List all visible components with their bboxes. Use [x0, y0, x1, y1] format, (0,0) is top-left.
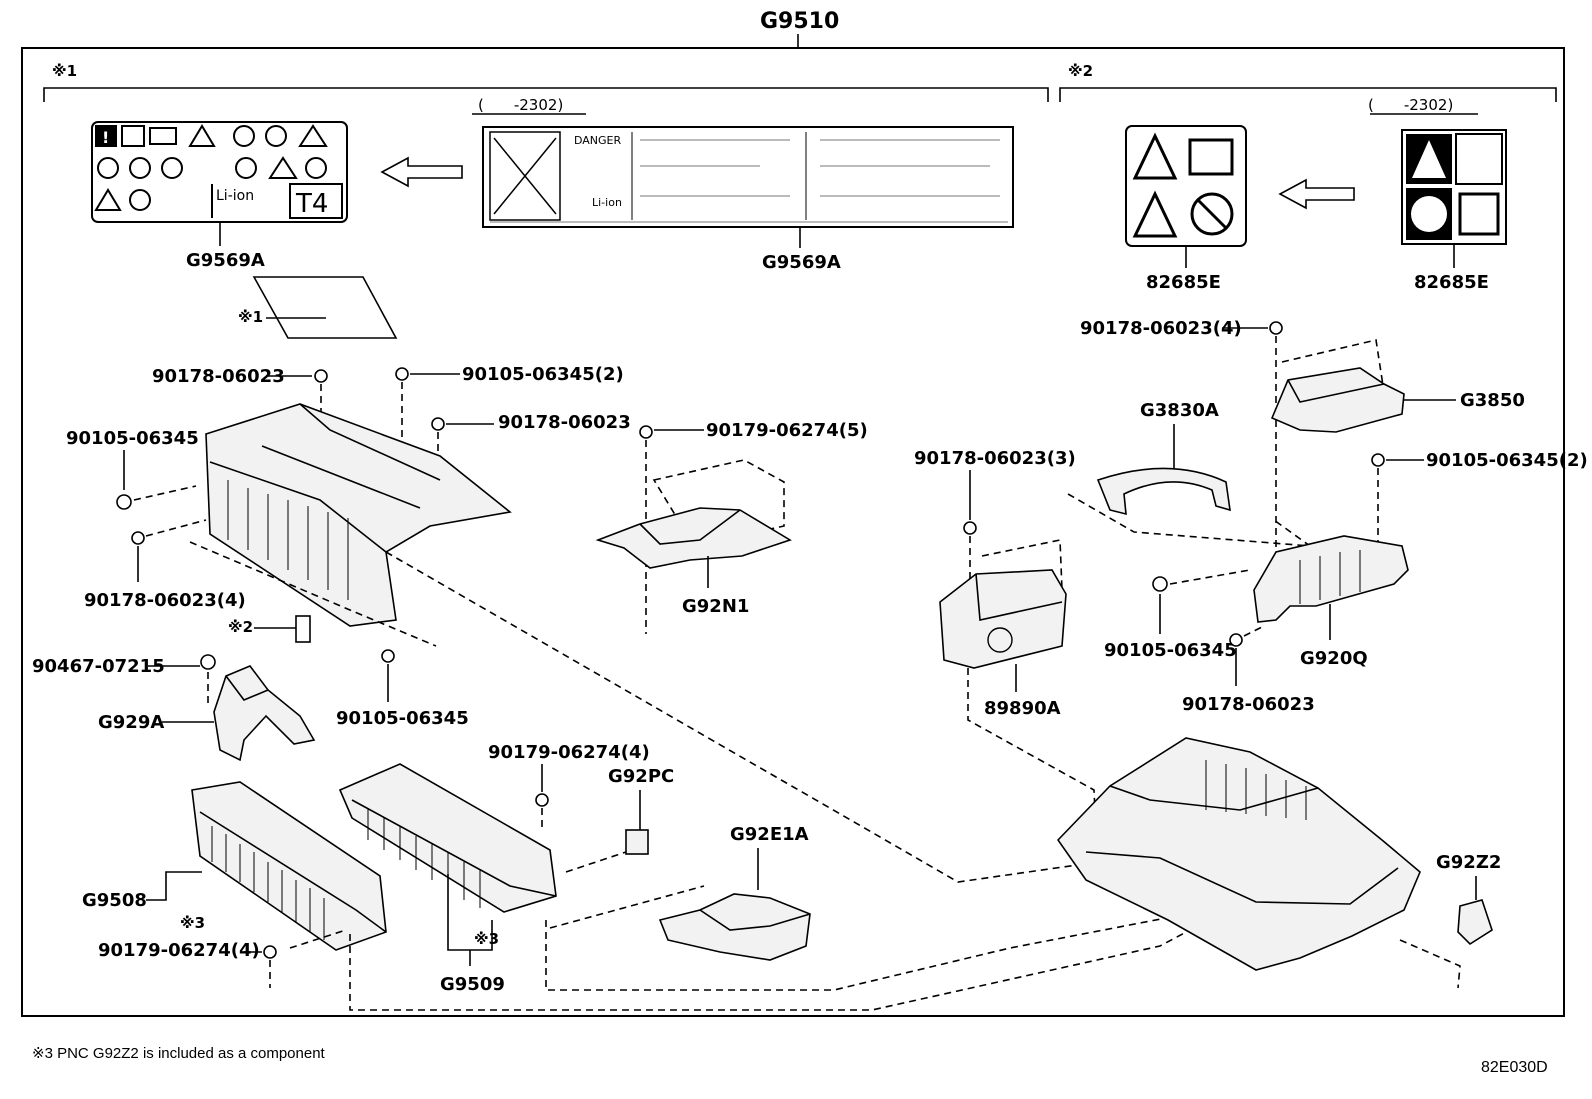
- part-90105-06345-a: 90105-06345: [66, 428, 199, 449]
- part-90105-06345-r: 90105-06345: [1104, 640, 1237, 661]
- part-g92e1a: G92E1A: [730, 824, 809, 845]
- duct-g92e1a: [658, 893, 811, 961]
- small-label-piece: [295, 615, 311, 643]
- battery-lower-tray: [1056, 737, 1421, 971]
- note-marker-3b: ※3: [474, 930, 499, 948]
- part-g9569a-left: G9569A: [186, 250, 265, 271]
- group2-marker: ※2: [1068, 62, 1093, 80]
- part-g920q: G920Q: [1300, 648, 1368, 669]
- part-90179-06274-5: 90179-06274(5): [706, 420, 868, 441]
- bracket-g920q: [1253, 535, 1409, 623]
- part-90467-07215: 90467-07215: [32, 656, 165, 677]
- part-90179-06274-4b: 90179-06274(4): [98, 940, 260, 961]
- diagram-code: 82E030D: [1481, 1059, 1548, 1076]
- range-group1: ( -2302): [478, 96, 563, 114]
- group1-marker: ※1: [52, 62, 77, 80]
- bracket-g3830a: [1096, 467, 1231, 516]
- part-g3850: G3850: [1460, 390, 1525, 411]
- sensor-g92z2: [1457, 899, 1493, 946]
- range-group2: ( -2302): [1368, 96, 1453, 114]
- li-ion-text: Li-ion: [216, 188, 254, 204]
- warning-label-old: DANGER Li-ion: [482, 126, 1014, 228]
- note-marker-2: ※2: [228, 618, 253, 636]
- part-g9508: G9508: [82, 890, 147, 911]
- part-90178-06023-4r: 90178-06023(4): [1080, 318, 1242, 339]
- part-g92pc: G92PC: [608, 766, 674, 787]
- footnote: ※3 PNC G92Z2 is included as a component: [32, 1045, 325, 1062]
- part-g3830a: G3830A: [1140, 400, 1219, 421]
- part-90178-06023-a: 90178-06023: [152, 366, 285, 387]
- note-marker-3a: ※3: [180, 914, 205, 932]
- battery-upper-cover: [205, 403, 512, 627]
- duct-g929a: [213, 665, 316, 762]
- assembly-label-g9510: G9510: [760, 9, 839, 34]
- arrow-left-icon-2: [1278, 178, 1355, 210]
- part-90179-06274-4a: 90179-06274(4): [488, 742, 650, 763]
- part-90178-06023-3: 90178-06023(3): [914, 448, 1076, 469]
- part-82685e-left: 82685E: [1146, 272, 1221, 293]
- part-82685e-right: 82685E: [1414, 272, 1489, 293]
- battery-bracket-g92n1: [595, 507, 792, 569]
- svg-text:!: !: [102, 128, 109, 147]
- junction-box-g3850: [1270, 367, 1405, 433]
- part-90178-06023-b: 90178-06023: [498, 412, 631, 433]
- battery-stack-g9509: [338, 763, 557, 913]
- part-90105-06345-2r: 90105-06345(2): [1426, 450, 1588, 471]
- arrow-left-icon: [380, 156, 463, 188]
- part-g92z2: G92Z2: [1436, 852, 1501, 873]
- part-90178-06023-r: 90178-06023: [1182, 694, 1315, 715]
- part-90105-06345-b: 90105-06345: [336, 708, 469, 729]
- part-90178-06023-4: 90178-06023(4): [84, 590, 246, 611]
- ecu-89890a: [939, 569, 1067, 669]
- part-89890a: 89890A: [984, 698, 1061, 719]
- connector-g92pc: [625, 829, 649, 855]
- part-g9509: G9509: [440, 974, 505, 995]
- danger-text: DANGER: [574, 134, 622, 147]
- outer-frame: [21, 47, 1565, 1017]
- part-90105-06345-2a: 90105-06345(2): [462, 364, 624, 385]
- caution-label-new: [1125, 125, 1247, 247]
- caution-label-old: [1401, 129, 1507, 245]
- li-ion-text-2: Li-ion: [592, 196, 622, 209]
- part-g92n1: G92N1: [682, 596, 749, 617]
- battery-stack-g9508: [191, 781, 387, 951]
- label-sheet: [252, 276, 398, 339]
- part-g9569a-right: G9569A: [762, 252, 841, 273]
- note-marker-1: ※1: [238, 308, 263, 326]
- t4-text: T4: [295, 189, 328, 219]
- part-g929a: G929A: [98, 712, 164, 733]
- warning-label-new: ! Li-ion T4: [91, 121, 348, 223]
